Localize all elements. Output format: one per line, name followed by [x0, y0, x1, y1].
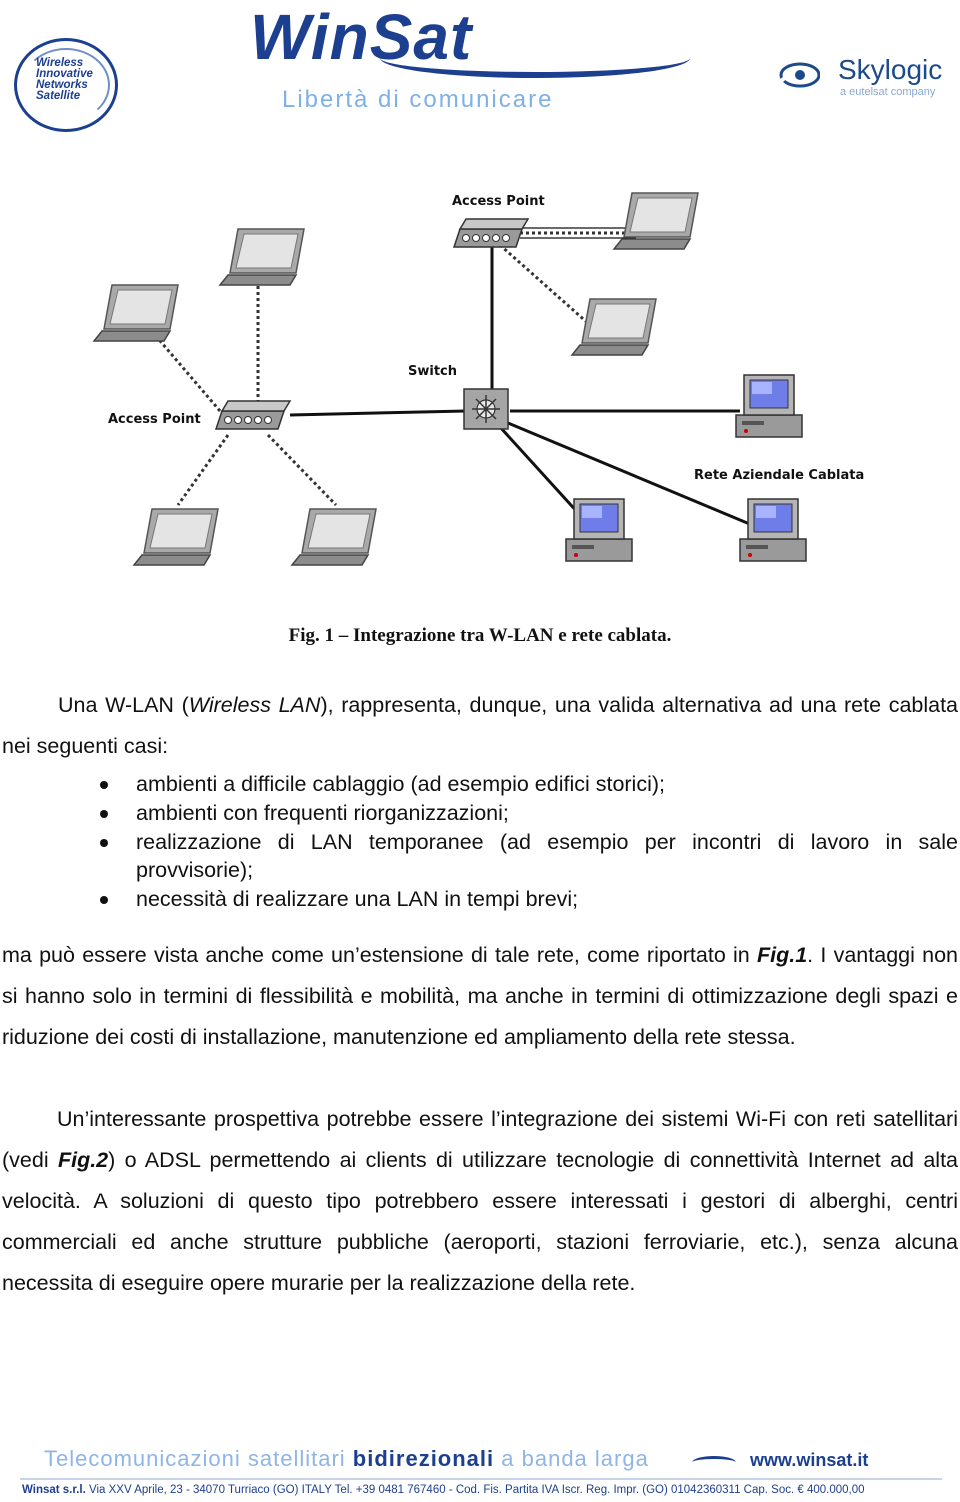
use-case-list: ambienti a difficile cablaggio (ad esemp… — [0, 770, 958, 914]
figure-ref-2: Fig.2 — [57, 1148, 109, 1172]
bullet-icon — [100, 839, 108, 847]
figure-caption: Fig. 1 – Integrazione tra W-LAN e rete c… — [288, 625, 672, 646]
list-item: necessità di realizzare una LAN in tempi… — [0, 885, 958, 913]
bullet-icon — [100, 781, 108, 789]
list-item: ambienti con frequenti riorganizzazioni; — [0, 799, 958, 827]
company-address: Via XXV Aprile, 23 - 34070 Turriaco (GO)… — [85, 1484, 865, 1496]
slogan-end: a banda larga — [494, 1446, 649, 1471]
logo-line: Networks — [36, 79, 88, 91]
footer-url[interactable]: www.winsat.it — [750, 1450, 869, 1470]
label-switch: Switch — [408, 364, 457, 379]
tagline: Libertà di comunicare — [282, 86, 554, 113]
list-item: realizzazione di LAN temporanee (ad esem… — [0, 828, 958, 884]
label-wired-lan: Rete Aziendale Cablata — [694, 468, 864, 483]
list-item-text: necessità di realizzare una LAN in tempi… — [136, 887, 579, 911]
brand-swoosh — [380, 38, 690, 78]
figure-ref-1: Fig.1 — [757, 943, 808, 967]
skylogic-sub: a eutelsat company — [840, 86, 936, 98]
page-header: Wireless Innovative Networks Satellite W… — [0, 0, 960, 140]
list-item: ambienti a difficile cablaggio (ad esemp… — [0, 770, 958, 798]
p2-before: ma può essere vista anche come un’estens… — [2, 943, 757, 967]
list-item-text: realizzazione di LAN temporanee (ad esem… — [136, 830, 958, 882]
slogan-bold: bidirezionali — [352, 1446, 495, 1471]
paragraph-2: ma può essere vista anche come un’estens… — [2, 935, 958, 1058]
footer-swoosh-icon — [692, 1456, 736, 1469]
network-diagram: Access Point Access Point Switch Rete Az… — [93, 192, 864, 566]
list-item-text: ambienti con frequenti riorganizzazioni; — [136, 801, 509, 825]
skylogic-logo: Skylogic a eutelsat company — [778, 54, 958, 104]
p1-before: Una W-LAN ( — [58, 693, 189, 717]
slogan-start: Telecomunicazioni satellitari — [44, 1446, 353, 1471]
footer-company-info: Winsat s.r.l. Via XXV Aprile, 23 - 34070… — [22, 1484, 865, 1496]
bullet-icon — [100, 810, 108, 818]
logo-line: Satellite — [36, 90, 81, 102]
label-access-point-top: Access Point — [452, 194, 545, 209]
skylogic-name: Skylogic — [838, 54, 943, 85]
skylogic-mark-icon — [778, 62, 820, 88]
company-name: Winsat s.r.l. — [22, 1484, 86, 1496]
paragraph-3: Un’interessante prospettiva potrebbe ess… — [2, 1099, 958, 1304]
p1-italic: Wireless LAN — [188, 693, 321, 717]
logo-line: Innovative — [36, 68, 93, 80]
logo-line: Wireless — [36, 57, 84, 69]
wins-logo: Wireless Innovative Networks Satellite — [14, 38, 118, 132]
footer-divider — [20, 1478, 942, 1480]
list-item-text: ambienti a difficile cablaggio (ad esemp… — [136, 772, 665, 796]
switch-icon — [463, 388, 509, 430]
label-access-point-left: Access Point — [108, 412, 201, 427]
footer-slogan: Telecomunicazioni satellitari bidirezion… — [44, 1446, 649, 1472]
p1-after: ), rappresenta, dunque, una valida alter… — [2, 693, 959, 758]
p3-before: Un’interessante prospettiva potrebbe ess… — [2, 1107, 958, 1172]
paragraph-1: Una W-LAN (Wireless LAN), rappresenta, d… — [2, 685, 958, 767]
p2-after: . I vantaggi non si hanno solo in termin… — [2, 943, 958, 1049]
p3-after: ) o ADSL permettendo ai clients di utili… — [2, 1148, 959, 1295]
bullet-icon — [100, 896, 108, 904]
